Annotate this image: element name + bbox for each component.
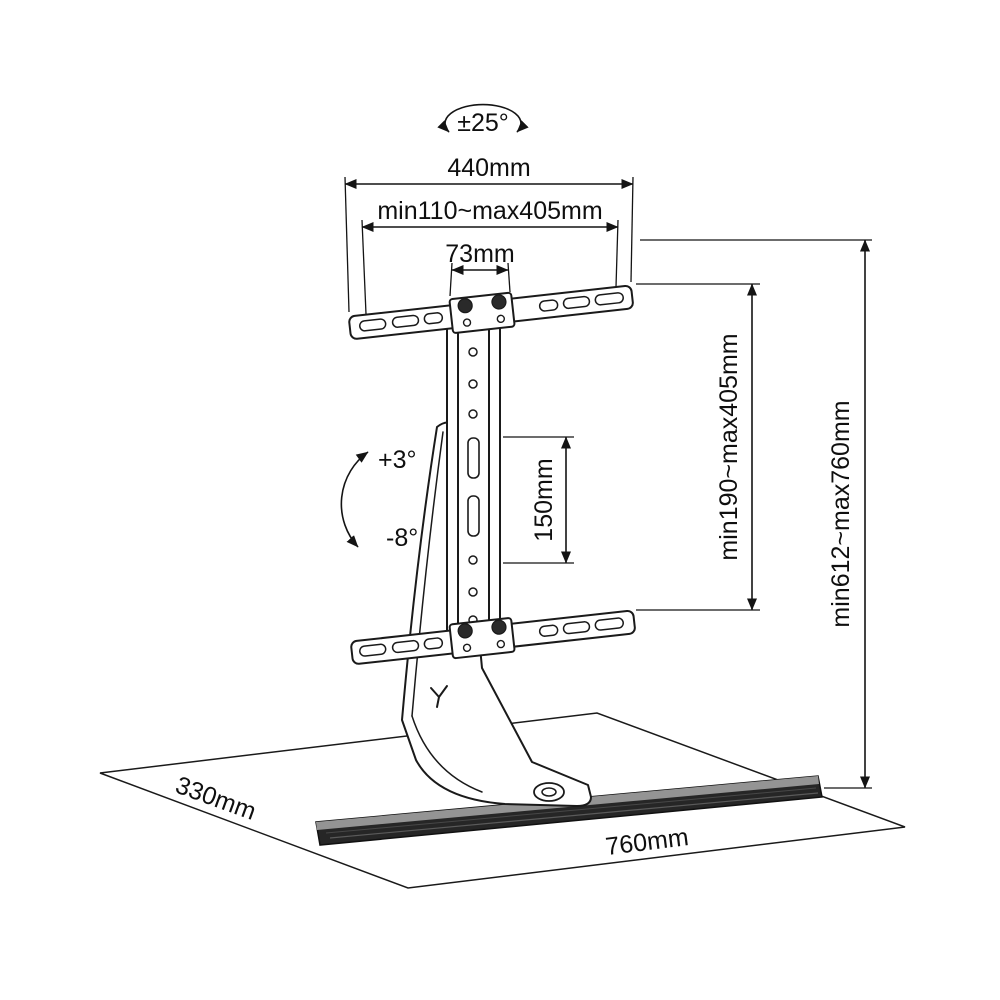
column <box>446 311 501 649</box>
bracket-slot <box>391 639 420 654</box>
swivel-indicator: ±25° <box>437 103 529 137</box>
tilt-down-label: -8° <box>386 524 418 552</box>
height-range-label: min612~max760mm <box>827 400 855 627</box>
cable-clip-mark <box>430 685 448 708</box>
tilt-up-label: +3° <box>378 446 417 474</box>
tilt-arc-arrow <box>340 451 369 548</box>
bolt-head <box>491 294 507 310</box>
column-slot <box>467 437 480 479</box>
tilt-indicator: +3° -8° <box>340 446 418 552</box>
swivel-rotation-arrow <box>437 103 529 133</box>
dim-slot-length: 150mm <box>503 436 574 564</box>
bottom-bracket <box>350 609 636 665</box>
base-depth-label: 330mm <box>172 771 260 826</box>
hole-spacing-label: 73mm <box>445 240 514 268</box>
bracket-slot <box>423 637 444 650</box>
column-slot <box>467 495 480 537</box>
bracket-slot <box>391 314 420 328</box>
bolt-head <box>457 623 473 639</box>
top-adjust-range-label: min110~max405mm <box>377 197 602 225</box>
bracket-slot <box>359 643 387 657</box>
bracket-slot <box>562 295 591 310</box>
bolt-head <box>491 619 507 635</box>
bracket-vertical-range-label: min190~max405mm <box>715 333 743 560</box>
bolt-head <box>457 298 473 314</box>
dim-top-width: 440mm <box>344 154 634 313</box>
bracket-slot <box>594 617 624 631</box>
bracket-slot <box>538 299 559 312</box>
dim-top-adjust-range: min110~max405mm <box>361 197 619 315</box>
top-width-label: 440mm <box>447 154 530 182</box>
bracket-slot <box>359 318 387 332</box>
slot-length-label: 150mm <box>530 458 558 541</box>
dim-bracket-vertical-range: min190~max405mm <box>636 283 760 611</box>
bracket-slot <box>594 292 624 306</box>
swivel-range-label: ±25° <box>457 109 509 137</box>
bracket-slot <box>538 624 559 637</box>
top-bracket <box>348 284 634 340</box>
bracket-slot <box>562 621 591 635</box>
dim-height-range: min612~max760mm <box>640 239 872 789</box>
dim-hole-spacing: 73mm <box>445 240 515 297</box>
column-right-rail <box>488 311 501 645</box>
bracket-slot <box>423 312 444 325</box>
column-left-rail <box>446 315 459 649</box>
